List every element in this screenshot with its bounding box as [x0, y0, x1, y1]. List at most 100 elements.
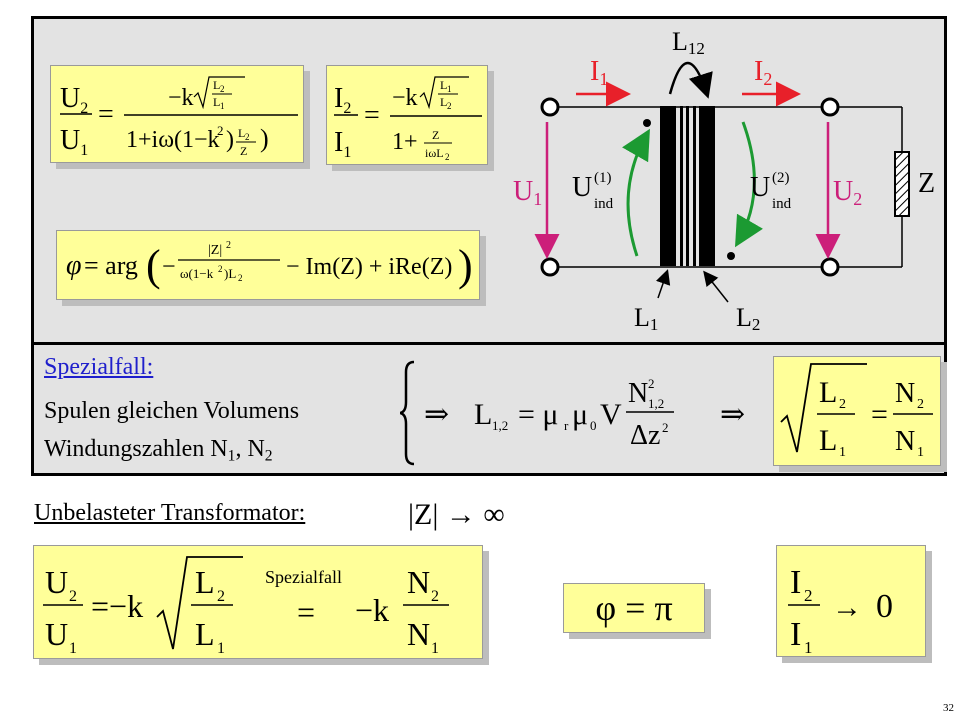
svg-text:I: I	[790, 616, 801, 653]
svg-text:): )	[226, 127, 234, 153]
label-i1: I1	[590, 56, 608, 89]
label-u2: U2	[833, 176, 862, 209]
formula-phi-pi: φ = π	[563, 583, 705, 633]
svg-text:2: 2	[447, 101, 452, 111]
label-u1: U1	[513, 176, 542, 209]
svg-text:1: 1	[69, 640, 77, 657]
svg-text:2: 2	[226, 240, 231, 251]
svg-text:=−k: =−k	[91, 588, 143, 624]
svg-text:0: 0	[876, 588, 893, 625]
svg-text:2: 2	[804, 586, 813, 605]
svg-text:(: (	[146, 241, 161, 290]
panel-divider	[31, 342, 947, 345]
label-i2: I2	[754, 56, 772, 89]
special-case-line1: Spulen gleichen Volumens	[44, 398, 300, 424]
svg-text:=: =	[297, 594, 315, 630]
impedance-z	[894, 151, 910, 217]
label-l12: L12	[672, 27, 705, 58]
label-l2: L2	[736, 303, 760, 334]
mutual-inductance-arrow	[668, 61, 713, 99]
svg-text:)L: )L	[224, 266, 236, 281]
induced-arrow-2	[735, 121, 763, 248]
svg-text:2: 2	[217, 123, 224, 138]
svg-text:−k: −k	[355, 592, 389, 628]
label-z: Z	[918, 168, 935, 199]
svg-text:U2: U2	[60, 83, 88, 117]
svg-text:1: 1	[217, 640, 225, 657]
svg-text:2: 2	[217, 588, 225, 605]
svg-text:1: 1	[839, 445, 846, 460]
svg-text:iωL: iωL	[425, 146, 444, 160]
svg-text:1: 1	[431, 640, 439, 657]
svg-text:(2): (2)	[772, 170, 790, 186]
svg-text:2: 2	[839, 397, 846, 412]
svg-text:−k: −k	[392, 85, 418, 111]
special-case-line2: Windungszahlen N1, N2	[44, 436, 273, 465]
transformer-core	[660, 106, 715, 266]
svg-text:): )	[458, 241, 473, 290]
svg-text:1,2: 1,2	[492, 418, 508, 433]
svg-text:2: 2	[220, 84, 225, 94]
svg-text:1: 1	[804, 638, 813, 655]
svg-text:ind: ind	[594, 196, 614, 212]
svg-text:Z: Z	[240, 144, 247, 158]
svg-text:V: V	[600, 398, 622, 431]
svg-text:=: =	[364, 100, 380, 131]
svg-text:φ: φ	[66, 250, 82, 281]
svg-text:1: 1	[447, 84, 452, 94]
terminal-out-bottom	[820, 257, 840, 277]
svg-text:U: U	[750, 172, 770, 203]
induced-arrow-1	[622, 128, 650, 257]
svg-text:): )	[260, 124, 269, 153]
pointer-l2	[703, 270, 729, 303]
svg-text:2: 2	[245, 132, 250, 142]
svg-text:⇒: ⇒	[424, 398, 449, 431]
pointer-l1	[655, 269, 671, 299]
label-uind1: U (1) ind	[572, 170, 614, 212]
svg-text:N: N	[407, 616, 430, 652]
svg-text:L: L	[195, 564, 215, 600]
svg-text:L: L	[440, 95, 447, 109]
terminal-in-bottom	[540, 257, 560, 277]
svg-text:N: N	[895, 426, 915, 457]
svg-text:I: I	[790, 564, 801, 601]
unloaded-condition: |Z| → ∞	[408, 498, 505, 531]
svg-text:r: r	[564, 418, 569, 433]
svg-text:1+: 1+	[392, 129, 418, 155]
svg-text:L: L	[474, 398, 492, 431]
svg-text:ind: ind	[772, 196, 792, 212]
svg-text:2: 2	[917, 397, 924, 412]
phi-equals-pi: φ = π	[595, 588, 673, 628]
svg-text:2: 2	[238, 273, 243, 283]
svg-text:2: 2	[445, 152, 450, 162]
svg-text:⇒: ⇒	[720, 398, 745, 431]
unloaded-heading: Unbelasteter Transformator:	[34, 500, 306, 526]
svg-text:1: 1	[220, 101, 225, 111]
svg-text:= μ: = μ	[518, 398, 559, 431]
dot-secondary	[727, 252, 735, 260]
transformer-circuit: L12 I1 I2 U1 U2 Z L1 L2 U (1) ind U (2) …	[513, 27, 935, 334]
svg-text:2: 2	[69, 588, 77, 605]
svg-text:ω(1−k: ω(1−k	[180, 266, 214, 281]
svg-text:2: 2	[431, 588, 439, 605]
svg-text:L: L	[819, 376, 837, 409]
svg-text:U: U	[572, 172, 592, 203]
svg-text:2: 2	[218, 264, 223, 274]
svg-text:L: L	[213, 95, 220, 109]
svg-text:Δz: Δz	[630, 420, 660, 451]
svg-text:L: L	[819, 424, 837, 457]
svg-text:1,2: 1,2	[648, 396, 664, 411]
svg-text:L: L	[440, 78, 447, 92]
svg-text:L: L	[238, 126, 245, 140]
svg-text:−k: −k	[168, 85, 194, 111]
svg-text:Z: Z	[432, 128, 439, 142]
svg-text:L: L	[213, 78, 220, 92]
terminal-in-top	[540, 97, 560, 117]
